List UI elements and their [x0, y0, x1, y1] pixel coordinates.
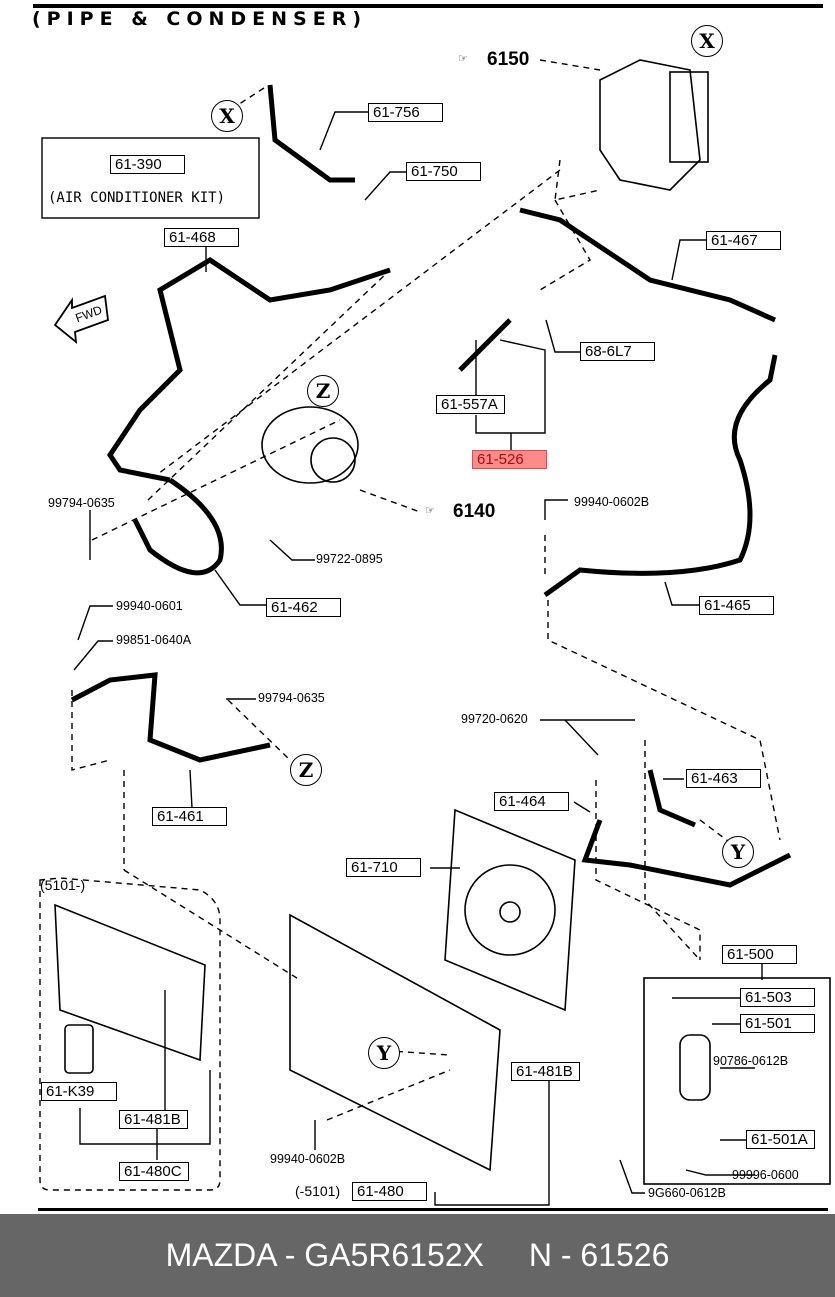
fastener-99720-0620[interactable]: 99720-0620	[461, 712, 528, 726]
fastener-99940-0602B-lower[interactable]: 99940-0602B	[270, 1152, 346, 1166]
range-to-5101: (-5101)	[295, 1183, 341, 1199]
fan-shroud	[444, 808, 576, 1012]
compressor	[261, 406, 359, 484]
kit-description: (AIR CONDITIONER KIT)	[48, 190, 226, 206]
footer-part-number: MAZDA - GA5R6152X	[165, 1237, 484, 1273]
range-from-5101: (5101-)	[40, 877, 86, 893]
part-label-61-K39[interactable]: 61-K39	[41, 1082, 118, 1101]
part-label-61-500[interactable]: 61-500	[722, 945, 797, 964]
part-label-61-503[interactable]: 61-503	[740, 988, 815, 1007]
callout-z-bottom: Z	[290, 754, 322, 786]
part-label-61-481B-left[interactable]: 61-481B	[119, 1110, 188, 1129]
fastener-99794-0635-upper[interactable]: 99794-0635	[48, 496, 115, 510]
part-label-68-6L7[interactable]: 68-6L7	[580, 342, 655, 361]
footer-reference: N - 61526	[528, 1237, 670, 1273]
fastener-99996-0600[interactable]: 99996-0600	[732, 1168, 799, 1182]
fwd-arrow	[53, 294, 109, 345]
fastener-99940-0601[interactable]: 99940-0601	[116, 599, 183, 613]
condenser	[289, 913, 501, 1172]
receiver-box	[643, 977, 831, 1185]
part-label-61-468[interactable]: 61-468	[164, 228, 239, 247]
fastener-99722-0895[interactable]: 99722-0895	[316, 552, 383, 566]
receiver-drier	[679, 1034, 711, 1101]
part-label-61-480C[interactable]: 61-480C	[119, 1162, 189, 1181]
leader-lines	[73, 111, 763, 1206]
part-label-61-526-highlighted[interactable]: 61-526	[472, 450, 547, 469]
callout-y-right: Y	[722, 836, 754, 868]
pressure-switch	[64, 1024, 94, 1074]
kit-frame	[41, 137, 260, 219]
condenser-alt	[54, 903, 206, 1062]
part-label-61-390[interactable]: 61-390	[110, 155, 185, 174]
pipes	[70, 84, 792, 888]
diagram-title: (PIPE & CONDENSER)	[32, 8, 368, 30]
part-label-61-464[interactable]: 61-464	[494, 792, 569, 811]
parts-diagram: (PIPE & CONDENSER)	[32, 4, 831, 1211]
ref-6140[interactable]: 6140	[453, 501, 496, 522]
part-label-61-710[interactable]: 61-710	[346, 858, 421, 877]
callout-x-left: X	[211, 100, 243, 132]
footer-bar: MAZDA - GA5R6152X N - 61526	[0, 1214, 835, 1297]
fan	[464, 864, 556, 956]
diagram-drawing	[39, 59, 831, 1206]
fastener-90786-0612B[interactable]: 90786-0612B	[713, 1054, 789, 1068]
part-label-61-463[interactable]: 61-463	[686, 769, 761, 788]
part-label-61-461[interactable]: 61-461	[152, 807, 227, 826]
part-label-61-462[interactable]: 61-462	[266, 598, 341, 617]
part-label-61-501A[interactable]: 61-501A	[746, 1130, 815, 1149]
components	[54, 59, 831, 1185]
fastener-99940-0602B-upper[interactable]: 99940-0602B	[574, 495, 650, 509]
part-label-61-480[interactable]: 61-480	[352, 1182, 427, 1201]
dashed-guides	[39, 59, 781, 1191]
callout-z-top: Z	[307, 375, 339, 407]
callout-x-right: X	[691, 25, 723, 57]
fastener-99794-0635-lower[interactable]: 99794-0635	[258, 691, 325, 705]
part-label-61-756[interactable]: 61-756	[368, 103, 443, 122]
part-label-61-481B-right[interactable]: 61-481B	[511, 1062, 580, 1081]
ref-6150[interactable]: 6150	[487, 49, 530, 70]
part-label-61-467[interactable]: 61-467	[706, 231, 781, 250]
part-label-61-465[interactable]: 61-465	[699, 596, 774, 615]
ref-glyph-6150: ☞	[458, 53, 468, 65]
evaporator-frame	[669, 71, 709, 163]
bottom-rule	[38, 1208, 828, 1211]
part-label-61-750[interactable]: 61-750	[406, 162, 481, 181]
part-label-61-501[interactable]: 61-501	[740, 1014, 815, 1033]
fastener-99851-0640A[interactable]: 99851-0640A	[116, 633, 192, 647]
part-label-61-557A[interactable]: 61-557A	[436, 395, 505, 414]
callout-y-condenser: Y	[368, 1037, 400, 1069]
top-rule	[33, 4, 823, 8]
fastener-9G660-0612B[interactable]: 9G660-0612B	[648, 1186, 726, 1200]
ref-glyph-6140: ☞	[425, 505, 435, 517]
evaporator-unit	[599, 59, 701, 191]
